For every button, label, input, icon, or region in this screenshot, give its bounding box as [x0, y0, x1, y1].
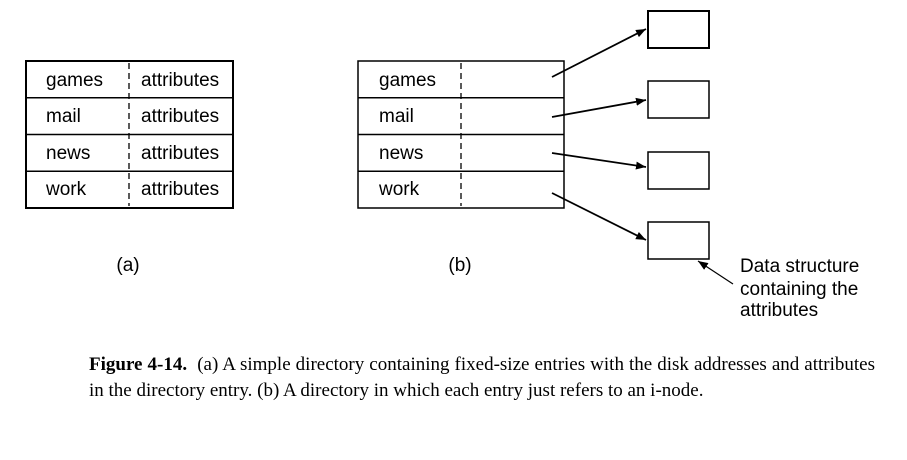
directory-diagram: games attributes mail attributes news at… — [25, 10, 859, 321]
inode-box — [647, 221, 710, 260]
inode-box — [647, 151, 710, 190]
table-b-row-name: games — [379, 70, 436, 91]
annotation-line: Data structure — [740, 256, 859, 277]
pointer-arrow — [551, 152, 647, 170]
annotation-line: containing the — [740, 279, 858, 300]
table-a-row-name: mail — [46, 106, 81, 127]
table-a-row-name: work — [45, 179, 87, 200]
annotation-line: attributes — [740, 300, 818, 321]
table-a-row-attributes: attributes — [141, 143, 219, 164]
inode-box — [647, 10, 710, 49]
table-a-row-attributes: attributes — [141, 106, 219, 127]
table-a-row-name: news — [46, 143, 90, 164]
table-a-row-attributes: attributes — [141, 70, 219, 91]
pointer-arrow — [551, 28, 647, 78]
annotation-arrow — [697, 260, 734, 285]
pointer-arrows — [551, 28, 647, 241]
table-a-row-attributes: attributes — [141, 179, 219, 200]
table-b: games mail news work (b) — [357, 60, 565, 276]
caption-text: (a) A simple directory containing fixed-… — [89, 354, 875, 401]
table-b-row-name: work — [378, 179, 420, 200]
inode-box — [647, 80, 710, 119]
table-b-row-name: mail — [379, 106, 414, 127]
table-a: games attributes mail attributes news at… — [25, 60, 234, 276]
label-b: (b) — [448, 255, 471, 276]
caption-label: Figure 4-14. — [89, 354, 188, 375]
figure-caption: Figure 4-14. (a) A simple directory cont… — [89, 352, 875, 404]
label-a: (a) — [116, 255, 139, 276]
inode-boxes — [647, 10, 710, 260]
table-a-row-name: games — [46, 70, 103, 91]
annotation: Data structure containing the attributes — [697, 256, 859, 321]
pointer-arrow — [551, 192, 647, 241]
pointer-arrow — [551, 97, 647, 118]
table-b-row-name: news — [379, 143, 423, 164]
